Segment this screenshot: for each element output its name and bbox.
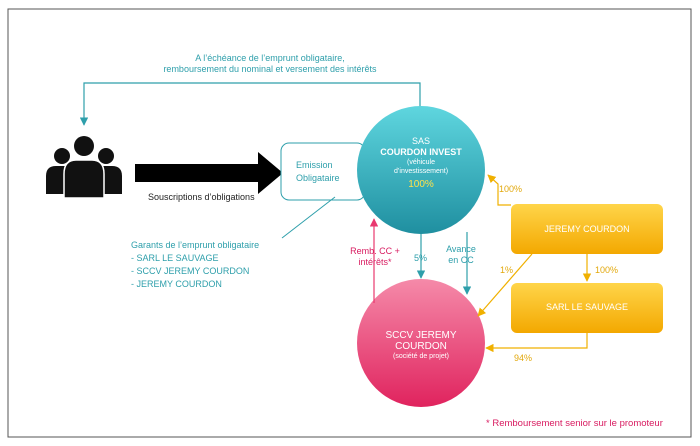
pct-1-label: 1% [500,265,514,275]
jeremy-box-label: JEREMY COURDON [544,224,630,234]
top-note-line2: remboursement du nominal et versement de… [163,64,377,74]
sas-circle [357,106,485,234]
outer-frame [7,8,692,438]
guarantors-title: Garants de l’emprunt obligataire [131,240,260,250]
remb-label: Remb. CC + intérêts* [348,246,402,268]
guarantor-item: - SARL LE SAUVAGE [131,253,219,263]
jeremy-to-sccv-arrow [477,253,533,317]
guarantors-list: Garants de l’emprunt obligataire - SARL … [131,239,259,291]
pct-94-label: 94% [514,353,533,363]
sas-pct: 100% [408,179,434,190]
guarantor-item: - SCCV JEREMY COURDON [131,266,250,276]
emission-line2: Obligataire [296,173,340,183]
emission-line1: Emission [296,160,333,170]
sarl-box-label: SARL LE SAUVAGE [545,302,629,312]
remb-line2: intérêts* [358,257,392,267]
people-group-icon [46,136,122,199]
avance-line1: Avance [446,244,476,254]
sccv-text: SCCV JEREMY COURDON (société de projet) [361,330,481,362]
remb-line1: Remb. CC + [350,246,400,256]
subscription-label: Souscriptions d’obligations [148,192,255,202]
sas-line4: d’investissement) [393,168,449,175]
sas-text: SAS COURDON INVEST (véhicule d’investiss… [361,136,481,190]
guarantor-item: - JEREMY COURDON [131,279,222,289]
sarl-to-sccv-arrow [485,333,588,353]
sas-line2: COURDON INVEST [380,147,462,157]
sccv-line1: SCCV JEREMY [385,330,457,341]
jeremy-box [511,204,663,254]
avance-label: Avance en CC [443,244,479,266]
repayment-arrow [79,82,421,126]
pct-100-sarl-label: 100% [595,265,619,275]
pct-100-sas-label: 100% [499,184,523,194]
avance-line2: en CC [448,255,474,265]
sccv-line3: (société de projet) [392,353,450,360]
sas-line3: (véhicule [406,159,435,166]
subscription-arrow [135,152,283,194]
emission-box-text: Emission Obligataire [296,160,340,184]
jeremy-to-sas-arrow [487,174,511,206]
sccv-line2: COURDON [395,341,447,352]
pct-5-label: 5% [414,253,428,263]
sas-line1: SAS [411,136,430,146]
footnote: * Remboursement senior sur le promoteur [486,418,663,429]
sarl-box [511,283,663,333]
guarantor-pointer [281,196,336,239]
sccv-circle [357,279,485,407]
top-note: A l’échéance de l’emprunt obligataire, r… [150,53,390,75]
top-note-line1: A l’échéance de l’emprunt obligataire, [195,53,345,63]
